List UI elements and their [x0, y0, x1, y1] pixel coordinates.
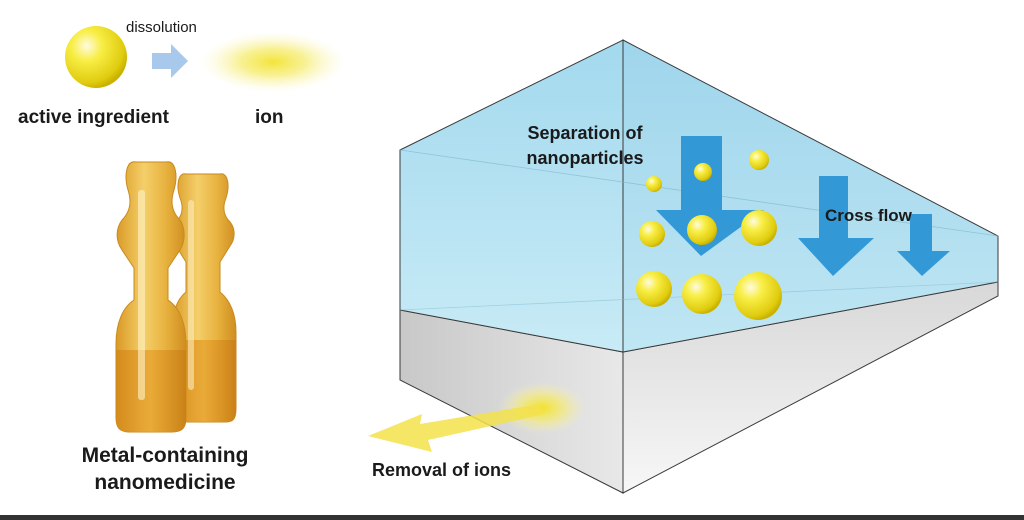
cross-flow-arrow-small — [897, 214, 950, 276]
nanomedicine-caption: Metal-containing nanomedicine — [40, 442, 290, 496]
cross-flow-label: Cross flow — [825, 206, 912, 225]
ampoule-back — [171, 173, 237, 423]
ion-label: ion — [255, 107, 284, 128]
ion-glow — [201, 32, 345, 92]
nanomedicine-caption-line2: nanomedicine — [94, 471, 236, 494]
separation-arrow — [656, 136, 764, 256]
water-left-face — [399, 39, 624, 353]
ampoule-front — [115, 161, 187, 433]
separation-label-line1: Separation of — [527, 123, 643, 143]
separation-label-line2: nanoparticles — [526, 148, 644, 168]
bottom-divider — [0, 515, 1024, 520]
dissolution-label: dissolution — [126, 19, 197, 36]
active-ingredient-label: active ingredient — [18, 107, 169, 128]
separation-label: Separation of nanoparticles — [500, 121, 670, 171]
nanoparticles — [636, 150, 782, 320]
cross-flow-arrow-large — [798, 176, 874, 276]
removal-of-ions-label: Removal of ions — [372, 460, 512, 480]
nanomedicine-caption-line1: Metal-containing — [81, 444, 249, 467]
active-ingredient-sphere — [65, 26, 127, 88]
dissolution-arrow — [152, 44, 188, 78]
removal-arrow — [368, 404, 545, 452]
